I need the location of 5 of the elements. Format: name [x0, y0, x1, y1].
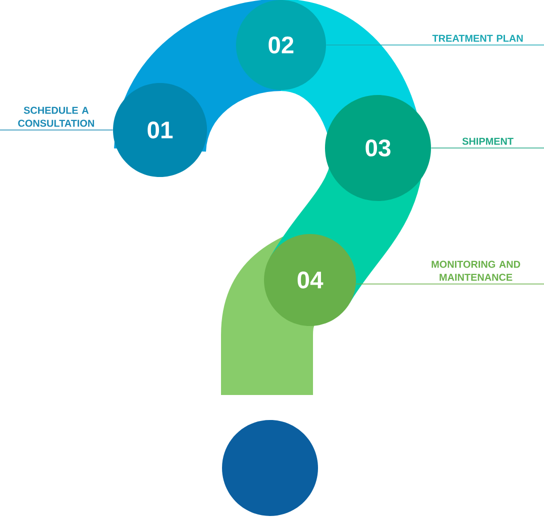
step-label: TREATMENT PLAN	[432, 34, 523, 42]
step-label: MONITORING AND MAINTENANCE	[432, 260, 520, 281]
leader-line	[326, 44, 544, 46]
step-label: SHIPMENT	[462, 138, 514, 145]
step-label: SCHEDULE A CONSULTATION	[18, 106, 94, 127]
